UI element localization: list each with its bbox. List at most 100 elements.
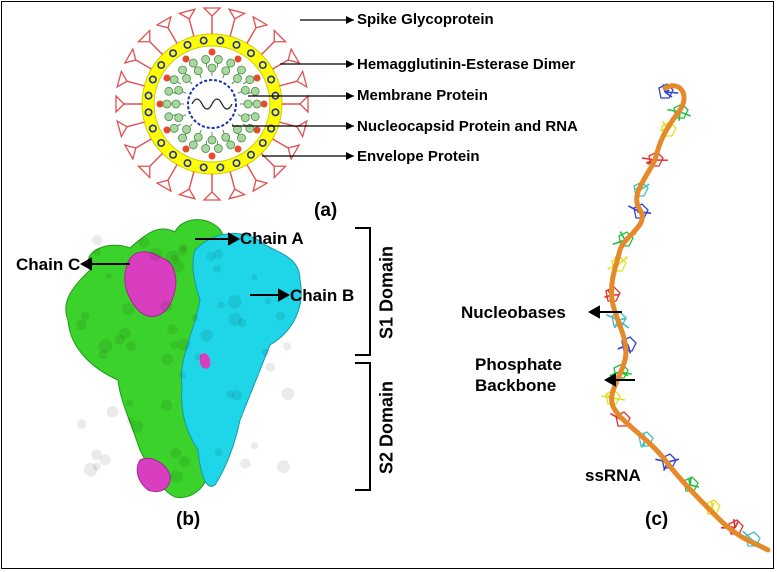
surface-bump bbox=[161, 353, 174, 366]
surface-bump bbox=[281, 387, 295, 401]
nucleobase-stick bbox=[689, 484, 699, 488]
nucleocapsid-bead bbox=[174, 113, 184, 123]
nucleocapsid-bead bbox=[178, 133, 187, 143]
surface-bump bbox=[170, 340, 179, 349]
surface-bump bbox=[283, 342, 291, 351]
pointer-arrowhead bbox=[346, 60, 354, 68]
surface-bump bbox=[275, 311, 286, 321]
surface-bump bbox=[231, 389, 243, 401]
nucleocapsid-bead bbox=[188, 140, 198, 150]
spike-head bbox=[136, 28, 151, 43]
nucleobase-stick bbox=[711, 507, 716, 512]
he-dimer-glyph bbox=[144, 108, 153, 117]
spike-stalk bbox=[126, 121, 145, 128]
he-dimer-glyph bbox=[267, 75, 276, 84]
nucleobase-stick bbox=[734, 520, 740, 529]
he-dimer-glyph bbox=[246, 49, 255, 58]
surface-bump bbox=[206, 251, 216, 262]
nucleobase-ring bbox=[658, 83, 674, 99]
pointer-arrowhead bbox=[346, 92, 354, 100]
spike-head bbox=[227, 188, 247, 200]
surface-bump bbox=[114, 334, 125, 346]
nucleocapsid-bead bbox=[188, 58, 198, 68]
label-spike-glycoprotein: Spike Glycoprotein bbox=[357, 11, 494, 28]
surface-bump bbox=[177, 338, 191, 352]
surface-bump bbox=[92, 235, 103, 246]
spike-stalk bbox=[261, 41, 275, 55]
surface-bump bbox=[178, 246, 187, 256]
surface-bump bbox=[126, 417, 134, 425]
spike-stalk bbox=[149, 153, 163, 167]
surface-bump bbox=[98, 349, 108, 360]
surface-bump bbox=[106, 405, 119, 418]
he-dimer-glyph bbox=[216, 36, 225, 45]
he-dimer-glyph bbox=[258, 61, 267, 70]
he-dimer-glyph bbox=[232, 40, 241, 49]
spike-head bbox=[287, 47, 301, 64]
spike-head bbox=[123, 144, 137, 161]
nucleocapsid-bead bbox=[243, 99, 253, 109]
nucleocapsid-bead bbox=[207, 135, 217, 145]
he-dimer-glyph bbox=[271, 108, 280, 117]
spike-stalk bbox=[246, 164, 257, 181]
nucleocapsid-bead bbox=[201, 144, 210, 153]
surface-bump bbox=[93, 248, 102, 256]
caption-a: (a) bbox=[314, 200, 338, 221]
nucleocapsid-bead bbox=[237, 133, 246, 143]
he-dimer-glyph bbox=[216, 163, 225, 172]
nucleocapsid-bead bbox=[226, 140, 236, 150]
nucleocapsid-bead bbox=[221, 132, 231, 142]
surface-bump bbox=[171, 254, 178, 261]
surface-bump bbox=[92, 462, 101, 471]
surface-bump bbox=[170, 447, 182, 459]
spike-stalk bbox=[135, 59, 152, 70]
panel-c-arrows bbox=[587, 305, 635, 387]
surface-bump bbox=[138, 236, 150, 248]
spike-head bbox=[287, 144, 301, 161]
he-dimer-glyph bbox=[148, 75, 157, 84]
label-chain-c: Chain C bbox=[16, 255, 81, 274]
spike-head bbox=[177, 188, 197, 200]
nucleocapsid-bead bbox=[174, 85, 184, 95]
surface-bump bbox=[227, 294, 242, 309]
nucleobase-stick bbox=[667, 458, 680, 463]
pointer-arrowhead bbox=[346, 122, 354, 130]
label-envelope-protein: Envelope Protein bbox=[357, 148, 480, 165]
nucleobase-stick bbox=[619, 231, 626, 241]
nucleocapsid-bead bbox=[245, 75, 255, 85]
spike-stalk bbox=[272, 138, 289, 149]
spike-head bbox=[252, 179, 269, 193]
he-dimer-glyph bbox=[183, 40, 192, 49]
caption-c: (c) bbox=[645, 509, 669, 530]
surface-bump bbox=[172, 260, 185, 273]
spike-stalk bbox=[126, 80, 145, 87]
surface-bump bbox=[167, 324, 178, 335]
caption-b: (b) bbox=[176, 509, 201, 530]
nucleocapsid-bead bbox=[221, 66, 231, 76]
spike-stalk bbox=[188, 171, 195, 190]
nucleocapsid-bead bbox=[214, 55, 223, 64]
nucleocapsid-bead bbox=[193, 66, 203, 76]
spike-head bbox=[296, 119, 308, 139]
label-phosphate: Phosphate bbox=[475, 355, 562, 374]
nucleocapsid-bead bbox=[193, 132, 203, 142]
membrane-protein-dot bbox=[208, 152, 216, 160]
nucleobase-stick bbox=[627, 344, 632, 354]
membrane-protein-dot bbox=[253, 74, 261, 82]
rna-backbone bbox=[609, 83, 771, 553]
surface-bump bbox=[179, 455, 191, 468]
panel-b-arrows bbox=[79, 232, 291, 302]
surface-bump bbox=[122, 302, 135, 316]
chain-c-surface bbox=[124, 251, 177, 317]
surface-bump bbox=[228, 312, 242, 327]
nucleocapsid-bead bbox=[169, 75, 179, 85]
spike-head bbox=[299, 94, 309, 114]
surface-bump bbox=[237, 318, 247, 328]
surface-bump bbox=[240, 458, 251, 469]
label-nucleobases: Nucleobases bbox=[461, 303, 566, 322]
label-he-dimer: Hemagglutinin-Esterase Dimer bbox=[357, 56, 576, 73]
surface-bump bbox=[276, 460, 290, 474]
membrane-protein-dot bbox=[163, 126, 171, 134]
